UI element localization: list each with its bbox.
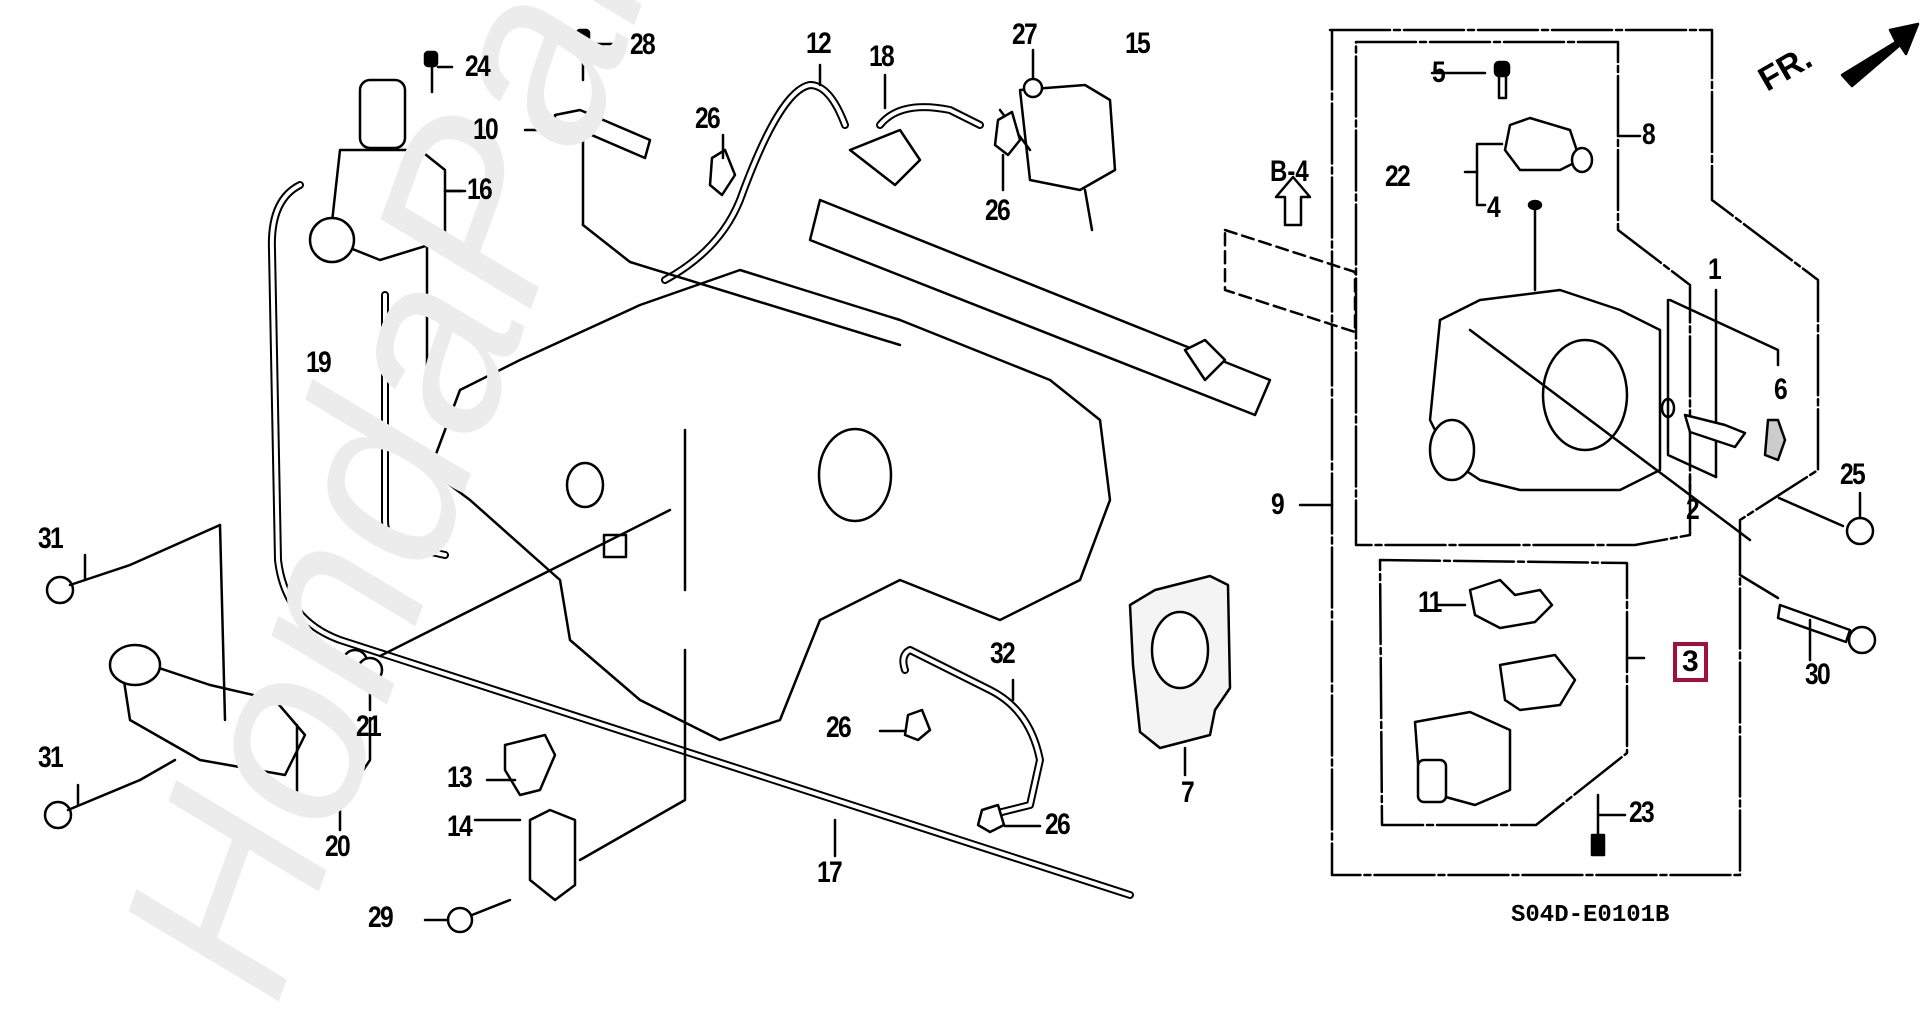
callout-1[interactable]: 1 — [1708, 253, 1722, 286]
callout-24[interactable]: 24 — [465, 50, 491, 83]
b4-reference-box — [1223, 228, 1357, 334]
bolt-29-icon — [423, 898, 512, 934]
callout-26b[interactable]: 26 — [985, 194, 1011, 227]
bolt-31b-icon — [43, 758, 177, 830]
callout-7[interactable]: 7 — [1181, 776, 1195, 809]
callout-5[interactable]: 5 — [1432, 56, 1446, 89]
bracket-14-icon — [473, 428, 687, 902]
bolt-23-icon — [1590, 793, 1627, 857]
bypass-valve-20-icon — [108, 643, 372, 832]
callout-25[interactable]: 25 — [1840, 458, 1866, 491]
gasket-7-icon — [1128, 574, 1232, 777]
callout-18[interactable]: 18 — [869, 40, 895, 73]
callout-21[interactable]: 21 — [356, 710, 382, 743]
b4-up-arrow-icon — [1274, 175, 1312, 227]
callout-11[interactable]: 11 — [1418, 586, 1442, 619]
bolt-27-icon — [1022, 48, 1044, 99]
hose-32-inner — [901, 648, 1042, 817]
callout-12[interactable]: 12 — [806, 27, 832, 60]
hose-17-inner — [269, 183, 1132, 897]
callout-28[interactable]: 28 — [630, 28, 656, 61]
group-box-8 — [1354, 40, 1692, 547]
callout-19[interactable]: 19 — [306, 346, 332, 379]
iac-valve-icon — [1413, 653, 1577, 807]
pressure-sensor-15-icon — [998, 83, 1117, 232]
diagram-code: S04D-E0101B — [1511, 902, 1670, 929]
callout-31a[interactable]: 31 — [38, 522, 64, 555]
callout-8[interactable]: 8 — [1642, 118, 1656, 151]
callout-6[interactable]: 6 — [1774, 373, 1788, 406]
bolt-30-icon — [1738, 573, 1877, 662]
callout-2[interactable]: 2 — [1686, 493, 1700, 526]
callout-20[interactable]: 20 — [325, 830, 351, 863]
parts-diagram — [43, 22, 1920, 934]
bolt-24-icon — [423, 50, 454, 69]
clip-26d-icon — [976, 803, 1042, 834]
callout-16[interactable]: 16 — [467, 173, 493, 206]
bracket-10-icon — [523, 108, 902, 347]
nut-25-icon — [1777, 491, 1875, 546]
clip-13-icon — [485, 733, 557, 797]
callout-3[interactable]: 3 — [1673, 642, 1708, 682]
callout-27[interactable]: 27 — [1012, 18, 1038, 51]
hose-12-icon — [661, 81, 849, 284]
intake-manifold-icon — [428, 268, 1112, 742]
clip-26a-icon — [708, 133, 737, 197]
callout-29[interactable]: 29 — [368, 901, 394, 934]
hose-12-inner — [663, 83, 847, 282]
solenoid-valve-icon — [308, 55, 467, 382]
throttle-body-icon — [1428, 288, 1752, 542]
group-box-3 — [1378, 558, 1629, 827]
callout-31b[interactable]: 31 — [38, 741, 64, 774]
callout-9[interactable]: 9 — [1271, 488, 1285, 521]
callout-26c[interactable]: 26 — [826, 711, 852, 744]
callout-26d[interactable]: 26 — [1045, 808, 1071, 841]
o-ring-21-icon — [341, 508, 672, 712]
hose-18-inner — [878, 105, 982, 127]
callout-13[interactable]: 13 — [447, 761, 473, 794]
screw-1-icon — [1660, 288, 1787, 492]
callout-26a[interactable]: 26 — [695, 102, 721, 135]
callout-22[interactable]: 22 — [1385, 160, 1411, 193]
bolt-28-icon — [575, 28, 627, 82]
bolt-31a-icon — [45, 523, 227, 722]
hose-19-icon — [381, 291, 449, 559]
bolt-5-icon — [1430, 60, 1511, 100]
hose-19-inner — [383, 293, 447, 557]
callout-23[interactable]: 23 — [1629, 796, 1655, 829]
callout-15[interactable]: 15 — [1125, 27, 1151, 60]
callout-30[interactable]: 30 — [1805, 658, 1831, 691]
callout-14[interactable]: 14 — [447, 810, 473, 843]
callout-4[interactable]: 4 — [1487, 191, 1501, 224]
reference-label-b4[interactable]: B-4 — [1270, 155, 1309, 188]
fuel-rail-icon — [808, 128, 1272, 417]
callout-32[interactable]: 32 — [990, 637, 1016, 670]
group-box-9 — [1328, 28, 1820, 877]
gasket-11-icon — [1434, 578, 1554, 630]
callout-17[interactable]: 17 — [817, 856, 843, 889]
clip-26c-icon — [878, 708, 932, 742]
clip-26b-icon — [993, 110, 1022, 192]
callout-10[interactable]: 10 — [473, 113, 499, 146]
map-sensor-icon — [1463, 116, 1594, 292]
front-arrow-icon — [1840, 22, 1920, 88]
